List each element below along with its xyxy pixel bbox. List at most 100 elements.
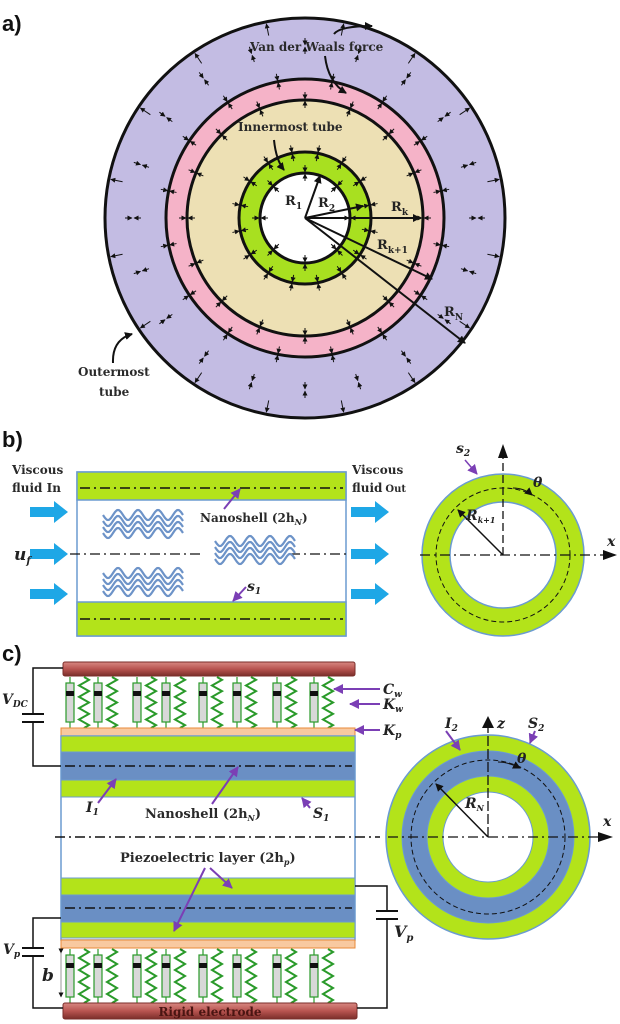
vdw-arrow (196, 172, 204, 178)
vdw-arrow (337, 180, 343, 186)
vdw-arrow (227, 326, 233, 334)
panel-a-label: a) (2, 11, 22, 36)
spring-icon (105, 948, 119, 1004)
vdw-arrow (251, 373, 256, 382)
panel-a: a) R1 R2 Rk Rk+1 RN Van der Waals force … (2, 11, 507, 420)
vdw-arrow (160, 243, 169, 249)
spring-icon (244, 948, 258, 1004)
nanoshell-pointer-c (211, 766, 239, 805)
vp-right-wire-bottom (357, 919, 388, 1009)
vdw-arrow (330, 354, 336, 363)
vdw-arrow (188, 168, 196, 174)
fluid-wave (214, 534, 296, 548)
spring-icon (144, 948, 158, 1004)
spring-icon (321, 948, 335, 1004)
vdw-arrow (215, 301, 222, 308)
s2-pointer-b (464, 459, 478, 475)
vdw-arrow (133, 270, 141, 276)
vdw-arrow (382, 95, 388, 103)
vdw-arrow (336, 265, 342, 273)
damper-icon (161, 682, 171, 723)
vdw-arrow (189, 140, 197, 146)
vdw-arrow (437, 117, 444, 123)
damper-piston (94, 963, 102, 968)
vdw-arrow (250, 181, 258, 187)
damper-icon (272, 682, 282, 723)
x-axis-label-c: x (602, 814, 612, 830)
vdw-arrow (444, 319, 451, 325)
theta-arrow-b (512, 487, 533, 496)
fluid-out-label-1: Viscous (351, 463, 403, 477)
spring-icon (243, 676, 259, 729)
vdw-arrow (441, 187, 450, 193)
vdw-arrow (243, 176, 250, 182)
damper-piston (199, 691, 207, 696)
vdw-arrow (357, 382, 363, 390)
vdw-arrow (444, 111, 451, 117)
vdw-arrow (414, 168, 422, 174)
damper-piston (66, 691, 74, 696)
outermost-tube-label-2: tube (99, 385, 130, 399)
flow-arrow-icon (351, 501, 389, 523)
vdw-arrow (360, 176, 367, 182)
vdw-arrow (328, 82, 334, 90)
damper-icon (93, 954, 103, 998)
damper-icon (309, 682, 319, 723)
rigid-electrode (62, 1002, 358, 1020)
damper-icon (309, 954, 319, 998)
vp-right-label: Vp (394, 922, 413, 944)
fluid-wave (214, 546, 296, 560)
vdw-arrow (400, 350, 406, 357)
damper-piston (133, 963, 141, 968)
vdw-arrow (273, 243, 280, 250)
vdw-arrow (433, 241, 441, 247)
bottom-kp-strip (60, 939, 356, 949)
rk1-arrow-b (457, 509, 504, 556)
vp-left-label: Vp (3, 942, 21, 960)
vdw-arrow (413, 290, 421, 296)
vdw-arrow (232, 229, 240, 235)
vdw-arrow (166, 313, 173, 319)
rn-label: RN (444, 305, 463, 323)
fluid-wave (102, 514, 184, 528)
vdw-arrow (382, 295, 389, 302)
vdw-arrow (110, 177, 123, 183)
vdw-arrow (204, 79, 210, 86)
vdw-arrow (328, 346, 334, 354)
gap-b-label: b (42, 966, 54, 986)
damper-piston (273, 691, 281, 696)
damper-piston (233, 691, 241, 696)
piezo-pointer-2 (173, 867, 206, 932)
damper-icon (198, 682, 208, 723)
vdw-arrow (276, 346, 282, 354)
kp-label: Kp (382, 723, 402, 741)
vdw-arrow (264, 400, 270, 413)
vdw-arrow (413, 140, 421, 146)
x-axis-b-arrowhead (603, 550, 617, 560)
rn-arrow-c (435, 783, 489, 838)
damper-icon (161, 954, 171, 998)
vdw-arrow (314, 274, 320, 283)
damper-icon (65, 682, 75, 723)
vdw-arrow (349, 101, 355, 109)
fluid-wave (102, 520, 184, 534)
vdw-arrow (433, 189, 441, 195)
rk1-label-b: Rk+1 (465, 508, 495, 525)
vdw-arrow (198, 357, 204, 364)
z-axis-label-c: z (496, 716, 506, 732)
rk1-arrow (304, 217, 433, 280)
spring-icon (77, 948, 91, 1004)
vdw-arrow (247, 46, 253, 54)
s1-label-b: s1 (247, 579, 261, 597)
vdw-arrow (337, 250, 343, 256)
fluid-wave (102, 566, 184, 580)
vdw-arrow (345, 109, 351, 117)
vdw-arrow (406, 258, 414, 264)
vdw-arrow (420, 295, 428, 301)
vdw-arrow (316, 283, 322, 291)
vdw-arrow (110, 253, 123, 259)
damper-piston (66, 963, 74, 968)
vdw-arrow (360, 254, 367, 260)
s1-pointer-b (232, 586, 247, 602)
vdw-arrow (290, 274, 296, 283)
